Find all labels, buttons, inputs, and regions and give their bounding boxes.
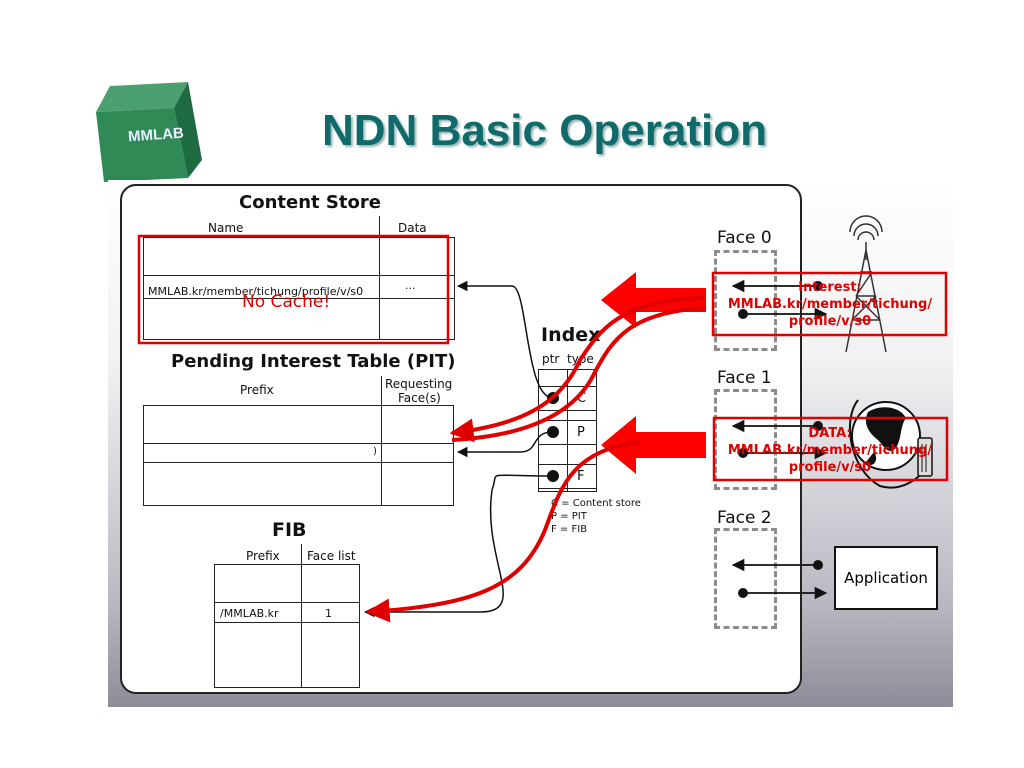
interest-annotation: Interest: MMLAB.kr/member/tichung/ profi… — [727, 280, 933, 329]
index-legend-f: F = FIB — [551, 524, 588, 535]
fib-title: FIB — [272, 519, 307, 541]
fib-col-prefix: Prefix — [246, 549, 280, 563]
interest-highlight — [711, 271, 948, 337]
content-store-title: Content Store — [239, 192, 381, 213]
antenna-tower-icon — [845, 215, 887, 353]
slide-title: NDN Basic Operation — [322, 106, 767, 155]
logo-text: MMLAB — [127, 125, 184, 146]
pit-col-faces-1: Requesting — [385, 377, 453, 391]
index-to-cs-line — [456, 280, 554, 399]
fib-entry-faces: 1 — [325, 607, 332, 620]
cs-col-name: Name — [208, 221, 244, 235]
application-box: Application — [834, 546, 938, 610]
face-2-box — [714, 528, 777, 629]
pit-col-faces-2: Face(s) — [398, 391, 441, 405]
cs-no-cache-highlight — [137, 234, 450, 345]
data-big-arrow — [601, 416, 706, 474]
interest-to-fib-curve — [365, 440, 641, 623]
pit-entry-face: ) — [373, 446, 377, 457]
index-title: Index — [541, 324, 601, 346]
face-0-label: Face 0 — [717, 228, 772, 248]
mmlab-logo: MMLAB — [96, 82, 202, 182]
index-type-p: P — [577, 425, 585, 440]
no-cache-note: No Cache! — [242, 292, 331, 312]
data-highlight — [712, 416, 949, 482]
fib-table — [214, 564, 360, 688]
index-ptr-dot-f — [547, 470, 559, 482]
face-0-box — [714, 250, 777, 351]
index-legend-c: C = Content store — [551, 498, 641, 509]
index-col-ptr: ptr — [542, 352, 560, 366]
cs-header-divider — [379, 216, 380, 238]
pit-col-prefix: Prefix — [240, 383, 274, 397]
index-ptr-dot-p — [547, 426, 559, 438]
index-to-fib-line — [363, 474, 554, 618]
interest-to-pit-curve-2 — [451, 306, 706, 442]
index-legend-p: P = PIT — [551, 511, 587, 522]
index-type-f: F — [577, 469, 585, 484]
content-store-table — [143, 237, 455, 340]
face-2-label: Face 2 — [717, 508, 772, 528]
index-type-c: C — [577, 391, 587, 406]
pit-table — [143, 405, 454, 506]
fib-col-facelist: Face list — [307, 549, 356, 563]
cs-col-data: Data — [398, 221, 427, 235]
fib-entry-prefix: /MMLAB.kr — [220, 607, 279, 620]
face-1-label: Face 1 — [717, 368, 772, 388]
cs-entry-data: ... — [405, 279, 416, 292]
pit-title: Pending Interest Table (PIT) — [171, 351, 456, 372]
interest-to-pit-curve-1 — [449, 296, 706, 443]
index-to-pit-line — [456, 431, 554, 458]
data-annotation: DATA: MMLAB.kr/member/tichung/ profile/v… — [727, 426, 933, 475]
face-1-box — [714, 389, 777, 490]
cs-entry-name: MMLAB.kr/member/tichung/profile/v/s0 — [148, 285, 364, 298]
